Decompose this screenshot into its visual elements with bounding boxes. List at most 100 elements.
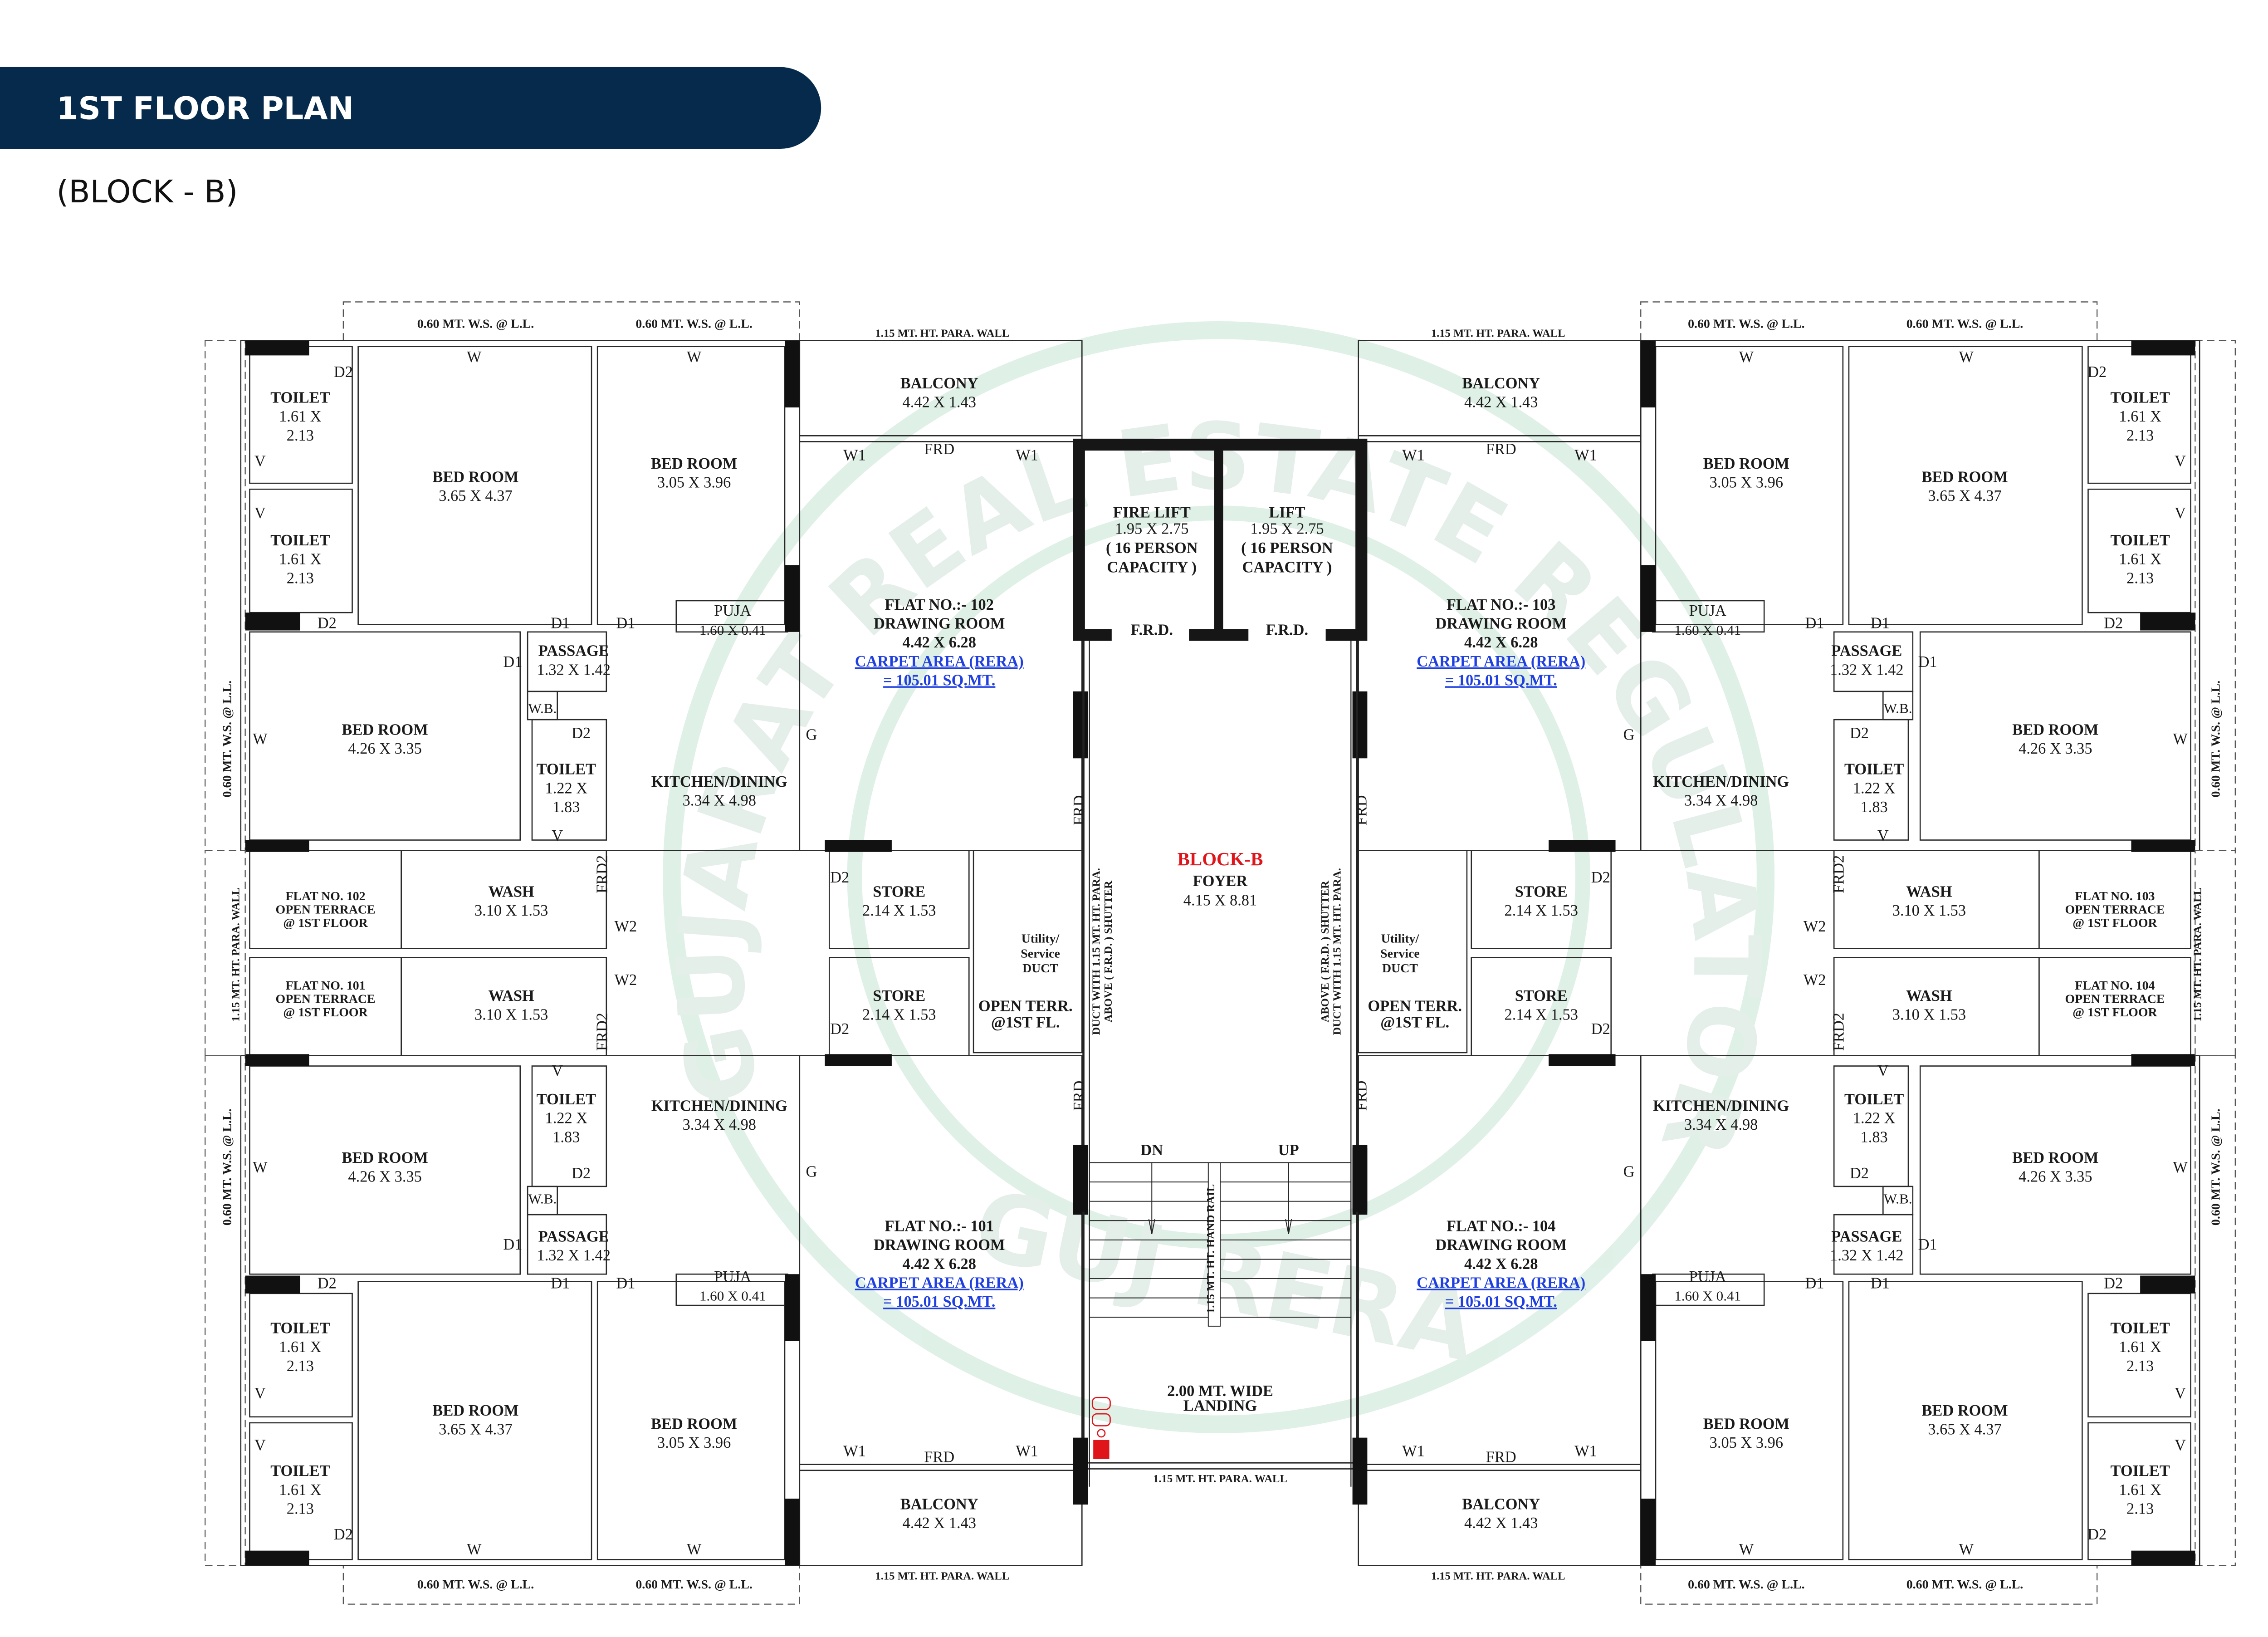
duct-note: DUCT WITH 1.15 MT. HT. PARA. bbox=[1331, 868, 1343, 1035]
arrow-down-icon bbox=[1148, 1219, 1155, 1234]
passage bbox=[527, 631, 607, 692]
door-frd2: FRD2 bbox=[1830, 855, 1847, 893]
ws-dashed-side bbox=[2195, 1055, 2236, 1566]
toilet-label: 2.13 bbox=[2126, 1358, 2154, 1375]
toilet-3 bbox=[1833, 1065, 1909, 1187]
foyer-label: FOYER bbox=[1193, 872, 1248, 890]
balcony-label: 4.42 X 1.43 bbox=[1464, 1514, 1538, 1532]
door-frd: FRD bbox=[1353, 795, 1370, 826]
drawing-room-label: 4.42 X 6.28 bbox=[1464, 1255, 1538, 1273]
toilet-label: 2.13 bbox=[287, 569, 314, 587]
open-terrace-label: @ 1ST FLOOR bbox=[2072, 916, 2157, 930]
window-w: W bbox=[1739, 1541, 1754, 1558]
store-label: 2.14 X 1.53 bbox=[1505, 1006, 1578, 1023]
column bbox=[2140, 613, 2195, 631]
open-terrace-label: FLAT NO. 101 bbox=[285, 979, 365, 993]
wash-basin-label: W.B. bbox=[528, 1191, 557, 1207]
passage-label: 1.32 X 1.42 bbox=[537, 661, 611, 678]
open-terrace-label: OPEN TERR. bbox=[978, 997, 1073, 1015]
column bbox=[784, 1498, 800, 1566]
balcony-label: BALCONY bbox=[900, 375, 978, 392]
wash-label: 3.10 X 1.53 bbox=[474, 1006, 548, 1023]
third-bedroom-label: 4.26 X 3.35 bbox=[2019, 740, 2092, 757]
second-bedroom bbox=[596, 346, 786, 625]
third-bedroom-label: BED ROOM bbox=[342, 721, 428, 738]
kitchen-label: 3.34 X 4.98 bbox=[1684, 792, 1758, 809]
balcony-label: BALCONY bbox=[1462, 1495, 1540, 1513]
vent-v: V bbox=[2175, 505, 2186, 522]
staircase bbox=[1089, 1162, 1351, 1327]
door-d2: D2 bbox=[2104, 1274, 2123, 1292]
door-d2: D2 bbox=[1850, 725, 1869, 742]
lift-capacity-2: CAPACITY ) bbox=[1242, 559, 1332, 576]
store bbox=[1471, 850, 1612, 950]
master-bedroom bbox=[1848, 1281, 2083, 1560]
toilet-label: 2.13 bbox=[287, 427, 314, 444]
ws-label: 0.60 MT. W.S. @ L.L. bbox=[2209, 681, 2223, 797]
flat-0: 0.60 MT. W.S. @ L.L.0.60 MT. W.S. @ L.L.… bbox=[205, 301, 1088, 950]
third-bedroom-label: 4.26 X 3.35 bbox=[2019, 1168, 2092, 1186]
window-w: W bbox=[2173, 730, 2188, 748]
column bbox=[2131, 1054, 2195, 1066]
stair-up-label: UP bbox=[1278, 1142, 1299, 1159]
puja-label: 1.60 X 0.41 bbox=[699, 1288, 766, 1304]
toilet-label: 1.61 X bbox=[279, 408, 322, 425]
fire-lift-size: 1.95 X 2.75 bbox=[1115, 520, 1188, 538]
toilet-2 bbox=[249, 1293, 353, 1418]
window-w: W bbox=[1959, 1541, 1974, 1558]
toilet-label: TOILET bbox=[537, 1091, 596, 1108]
duct-note: DUCT WITH 1.15 MT. HT. PARA. bbox=[1090, 868, 1103, 1035]
puja-label: 1.60 X 0.41 bbox=[1674, 622, 1741, 638]
lift-shaft bbox=[1073, 438, 1368, 642]
toilet-2 bbox=[249, 488, 353, 613]
vent-v: V bbox=[254, 1385, 266, 1402]
lift-size: 1.95 X 2.75 bbox=[1250, 520, 1324, 538]
puja-label: PUJA bbox=[714, 1268, 751, 1285]
fire-lift-capacity: ( 16 PERSON bbox=[1106, 539, 1198, 557]
utility-duct-label: Utility/ bbox=[1381, 932, 1420, 946]
window-w1: W1 bbox=[843, 1443, 866, 1460]
wash-label: WASH bbox=[1906, 987, 1952, 1005]
open-terrace-label: OPEN TERRACE bbox=[2065, 903, 2165, 917]
toilet-label: 1.22 X bbox=[545, 779, 588, 797]
vent-v: V bbox=[254, 505, 266, 522]
second-bedroom bbox=[1655, 346, 1844, 625]
ws-label: 0.60 MT. W.S. @ L.L. bbox=[1688, 317, 1804, 331]
wash-label: 3.10 X 1.53 bbox=[474, 902, 548, 919]
door-frd: FRD bbox=[1486, 441, 1516, 458]
balcony-label: BALCONY bbox=[900, 1495, 978, 1513]
toilet-label: TOILET bbox=[2111, 1320, 2170, 1337]
toilet-label: TOILET bbox=[1844, 1091, 1904, 1108]
gallery-g: G bbox=[806, 726, 817, 743]
vent-v: V bbox=[1877, 827, 1889, 844]
store-label: 2.14 X 1.53 bbox=[1505, 902, 1578, 919]
vent-v: V bbox=[254, 452, 266, 470]
ws-dashed-box bbox=[1640, 301, 2098, 341]
side-para-wall-label: 1.15 MT. HT. PARA. WALL bbox=[230, 887, 242, 1022]
door-d2: D2 bbox=[830, 869, 849, 886]
door-d2: D2 bbox=[318, 1274, 337, 1292]
window-w1: W1 bbox=[1016, 1443, 1038, 1460]
window-w1: W1 bbox=[1574, 1443, 1597, 1460]
open-terrace-label: @1ST FL. bbox=[991, 1014, 1060, 1031]
vent-v: V bbox=[2175, 1385, 2186, 1402]
door-frd: FRD bbox=[1070, 1081, 1088, 1111]
drawing-room-label: DRAWING ROOM bbox=[1436, 1236, 1567, 1254]
central-core: FIRE LIFT 1.95 X 2.75 ( 16 PERSON CAPACI… bbox=[1073, 438, 1368, 1505]
door-d1: D1 bbox=[1918, 653, 1937, 671]
third-bedroom bbox=[1919, 1065, 2191, 1275]
toilet-label: 1.83 bbox=[1861, 1128, 1888, 1146]
drawing-room-label: CARPET AREA (RERA) bbox=[1417, 653, 1585, 670]
third-bedroom bbox=[1919, 631, 2191, 841]
store bbox=[828, 957, 970, 1056]
window-w: W bbox=[1959, 348, 1974, 366]
toilet-2 bbox=[2087, 488, 2191, 613]
fire-lift-capacity-2: CAPACITY ) bbox=[1107, 559, 1197, 576]
wash-label: WASH bbox=[488, 987, 534, 1005]
toilet-label: 1.61 X bbox=[2119, 551, 2161, 568]
arrow-down-icon bbox=[1285, 1219, 1292, 1234]
column bbox=[1549, 1054, 1616, 1066]
door-d1: D1 bbox=[551, 1274, 570, 1292]
door-d2: D2 bbox=[1591, 869, 1610, 886]
